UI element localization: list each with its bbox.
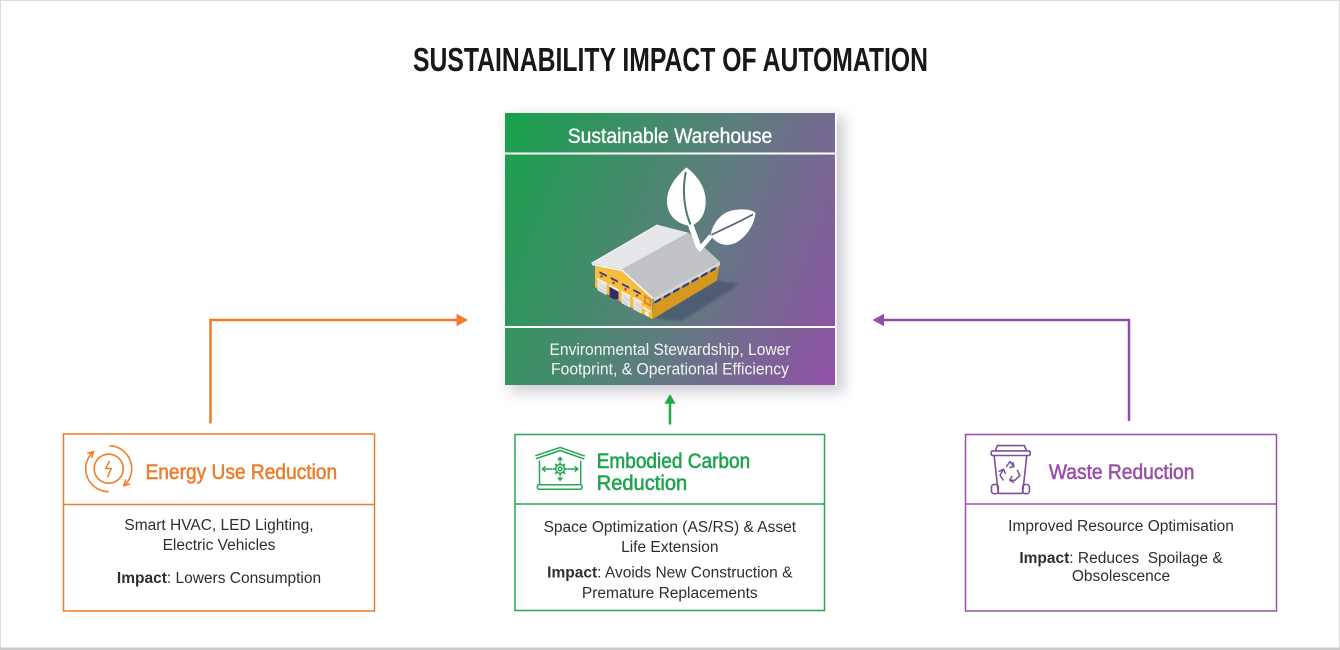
svg-text:Environmental Stewardship, Low: Environmental Stewardship, Lower	[550, 341, 791, 359]
svg-text:Space Optimization (AS/RS) & A: Space Optimization (AS/RS) & Asset	[544, 519, 797, 536]
svg-text:Reduction: Reduction	[597, 472, 688, 495]
svg-text:Footprint, & Operational Effic: Footprint, & Operational Efficiency	[551, 361, 790, 379]
svg-text:Energy Use Reduction: Energy Use Reduction	[146, 461, 338, 484]
svg-text:Smart HVAC, LED Lighting,: Smart HVAC, LED Lighting,	[124, 517, 313, 534]
svg-text:SUSTAINABILITY IMPACT OF AUTOM: SUSTAINABILITY IMPACT OF AUTOMATION	[413, 41, 928, 78]
svg-text:Life Extension: Life Extension	[621, 539, 718, 556]
svg-text:Obsolescence: Obsolescence	[1072, 568, 1170, 585]
svg-text:Sustainable Warehouse: Sustainable Warehouse	[568, 125, 773, 148]
svg-text:Impact: Reduces Spoilage &: Impact: Reduces Spoilage &	[1019, 550, 1223, 567]
svg-text:Improved Resource Optimisation: Improved Resource Optimisation	[1008, 518, 1234, 535]
svg-text:Premature Replacements: Premature Replacements	[582, 585, 758, 602]
svg-text:Impact: Avoids New Constructio: Impact: Avoids New Construction &	[547, 564, 793, 581]
svg-text:Embodied Carbon: Embodied Carbon	[597, 450, 751, 473]
svg-text:Impact: Lowers Consumption: Impact: Lowers Consumption	[117, 570, 321, 587]
svg-text:Electric Vehicles: Electric Vehicles	[163, 537, 276, 554]
svg-text:Waste Reduction: Waste Reduction	[1049, 461, 1195, 484]
